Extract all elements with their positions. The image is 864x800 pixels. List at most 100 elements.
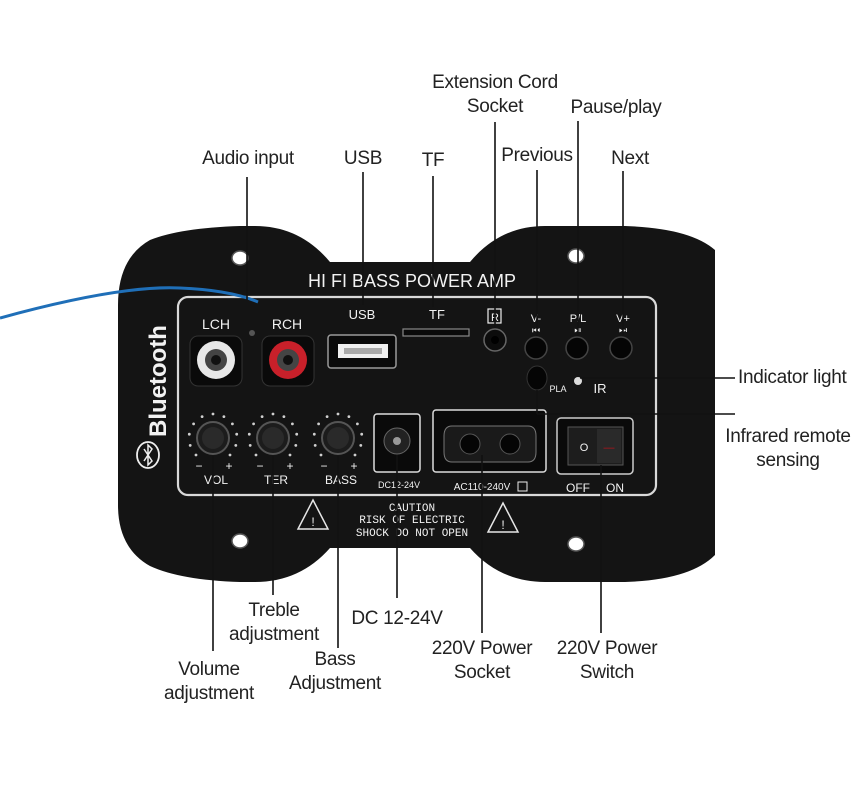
knob-scale-dot — [235, 432, 239, 436]
blue-cable — [0, 286, 259, 320]
next-button[interactable] — [609, 336, 633, 360]
switch-o: O — [580, 442, 589, 454]
knob-scale-dot — [248, 444, 252, 447]
callout-power-switch-line-1: 220V Power — [556, 638, 658, 659]
callout-volume-line-2: adjustment — [164, 683, 254, 704]
power-switch[interactable] — [556, 417, 634, 475]
callout-treble-line-2: adjustment — [229, 624, 319, 645]
knob-scale-dot — [271, 412, 275, 416]
callout-bass-line-2: Adjustment — [288, 673, 382, 694]
rca-right-jack[interactable] — [261, 335, 315, 387]
panel-title: HI FI BASS POWER AMP — [308, 271, 516, 291]
callout-audio-input-text: Audio input — [202, 148, 294, 169]
pause-play-button[interactable] — [565, 336, 589, 360]
caution-line-1: CAUTION — [389, 503, 435, 515]
knob-scale-dot — [200, 415, 204, 418]
knob-scale-dot — [347, 415, 351, 418]
callout-extension-line-2: Socket — [466, 96, 524, 117]
knob-scale-dot — [222, 415, 226, 418]
volume-knob[interactable] — [196, 421, 230, 455]
callout-next-text: Next — [611, 148, 649, 169]
callout-power-switch-line-2: Switch — [579, 662, 635, 683]
callout-extension-cord: Extension Cord Socket — [420, 71, 570, 119]
amplifier-plate — [118, 226, 715, 582]
knob-scale-dot — [254, 453, 258, 457]
bluetooth-brand: Bluetooth — [145, 325, 172, 437]
callout-indicator-text: Indicator light — [738, 367, 847, 388]
on-label: ON — [606, 481, 624, 495]
knob-scale-dot — [291, 422, 294, 426]
callout-tf: TF — [413, 149, 453, 173]
knob-scale-dot — [294, 444, 298, 447]
knob-scale-dot — [192, 422, 196, 426]
ac-power-socket[interactable] — [432, 409, 547, 473]
knob-scale-dot — [319, 453, 323, 457]
vol-plus: + — [225, 459, 232, 473]
callout-power-socket: 220V Power Socket — [425, 637, 539, 685]
previous-button[interactable] — [524, 336, 548, 360]
knob-scale-dot — [313, 444, 317, 447]
callout-previous-text: Previous — [501, 145, 573, 166]
knob-scale-dot — [228, 453, 232, 457]
treble-knob[interactable] — [256, 421, 290, 455]
knob-scale-dot — [360, 432, 364, 436]
mic-hole — [249, 330, 255, 336]
indicator-light — [574, 377, 582, 385]
knob-dots — [187, 412, 364, 457]
usb-label: USB — [349, 307, 376, 322]
knob-scale-dot — [312, 432, 316, 436]
callout-audio-input: Audio input — [190, 147, 306, 171]
extension-cord-socket[interactable] — [483, 328, 507, 352]
pla-label: PLA — [549, 384, 566, 394]
knob-scale-dot — [353, 453, 357, 457]
vol-label: VOL — [204, 473, 228, 487]
knob-scale-dot — [282, 415, 286, 418]
warning-right-mark: ! — [501, 518, 504, 532]
vminus-symbol: ⏮ — [532, 325, 540, 335]
knob-scale-dot — [325, 415, 329, 418]
ir-label: IR — [594, 381, 607, 396]
knob-scale-dot — [317, 422, 320, 426]
leader-lines — [212, 121, 735, 651]
callout-infrared-line-2: sensing — [756, 450, 820, 471]
knob-scale-dot — [188, 444, 192, 447]
callout-treble-line-1: Treble — [248, 600, 300, 621]
knob-scale-dot — [187, 432, 191, 436]
callout-tf-text: TF — [421, 150, 445, 171]
callout-infrared: Infrared remote sensing — [718, 425, 858, 473]
bass-knob[interactable] — [321, 421, 355, 455]
callout-power-socket-line-1: 220V Power — [431, 638, 533, 659]
mounting-holes — [231, 248, 585, 552]
ter-minus: − — [256, 459, 263, 473]
rca-left-jack[interactable] — [189, 335, 243, 387]
tf-label: TF — [429, 307, 445, 322]
callout-volume: Volume adjustment — [155, 658, 263, 706]
callout-pause-play: Pause/play — [563, 96, 669, 120]
switch-i: — — [604, 442, 615, 454]
warning-left-mark: ! — [311, 515, 314, 529]
callout-bass: Bass Adjustment — [280, 648, 390, 696]
ir-receiver — [526, 365, 548, 391]
knob-scale-dot — [295, 432, 299, 436]
knob-scale-dot — [260, 415, 264, 418]
callout-dc-text: DC 12-24V — [351, 608, 443, 629]
knob-scale-dot — [359, 444, 363, 447]
knob-scale-dot — [336, 412, 340, 416]
warning-left-icon — [296, 498, 330, 530]
knob-scale-dot — [252, 422, 256, 426]
ter-label: TER — [264, 473, 288, 487]
off-label: OFF — [566, 481, 590, 495]
callout-power-switch: 220V Power Switch — [550, 637, 664, 685]
ter-plus: + — [286, 459, 293, 473]
tf-slot[interactable] — [402, 328, 470, 337]
callout-volume-line-1: Volume — [178, 659, 240, 680]
usb-port[interactable] — [327, 334, 397, 369]
dc-label: DC12-24V — [378, 480, 420, 490]
callout-power-socket-line-2: Socket — [453, 662, 511, 683]
knob-scale-dot — [211, 412, 215, 416]
rch-label: RCH — [272, 316, 302, 332]
lch-label: LCH — [202, 316, 230, 332]
knob-scale-dot — [231, 422, 234, 426]
knob-scale-dot — [356, 422, 359, 426]
